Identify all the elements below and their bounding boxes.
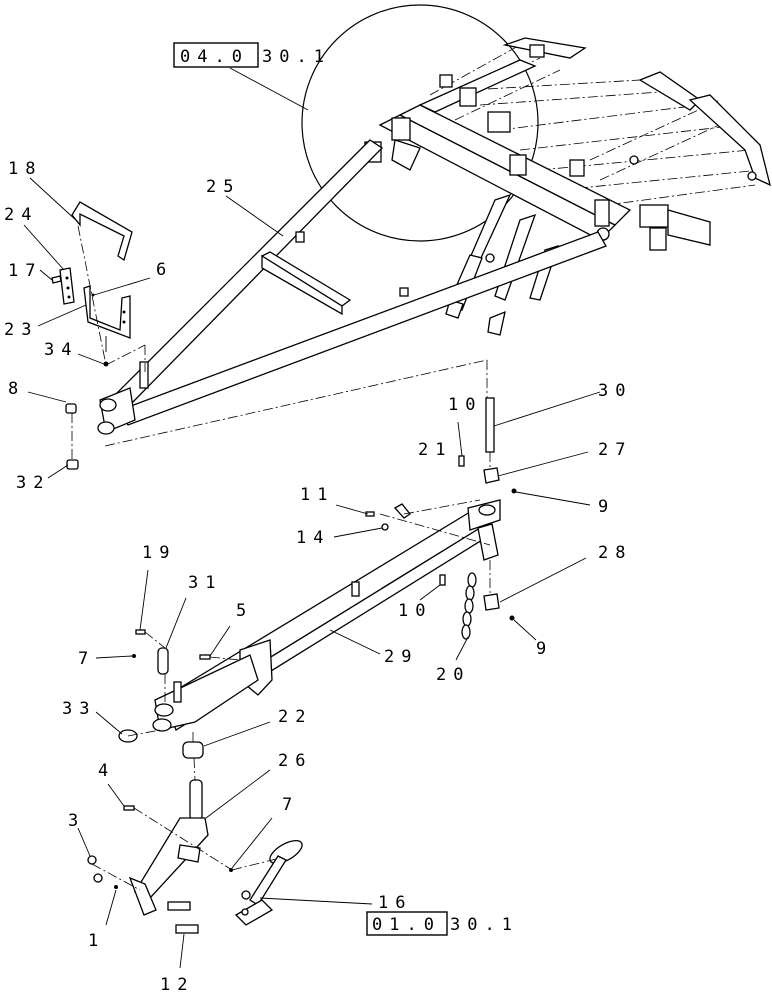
reference-top-leader [229, 67, 309, 111]
reference-bottom[interactable]: 01.0 30.1 [366, 911, 519, 936]
nut-part-9-upper[interactable] [511, 488, 517, 494]
bushing-part-31[interactable] [157, 647, 169, 675]
callout-19[interactable]: 19 [142, 543, 176, 563]
detail-circle [301, 4, 539, 242]
callout-21[interactable]: 21 [418, 440, 452, 460]
callout-17[interactable]: 17 [8, 261, 42, 281]
callout-labels: 18 24 17 6 23 34 8 32 25 30 10 21 27 11 … [4, 159, 632, 995]
pin-part-30[interactable] [485, 397, 495, 453]
callout-32[interactable]: 32 [16, 473, 50, 493]
reference-top-boxed-text: 04.0 [180, 47, 249, 67]
washer-part-3b [93, 873, 103, 883]
callout-27[interactable]: 27 [598, 440, 632, 460]
callout-8[interactable]: 8 [8, 379, 25, 399]
leader-lines [23, 177, 601, 969]
reference-top-rest-text: 30.1 [262, 47, 331, 67]
jack-part-26[interactable] [128, 779, 209, 916]
callout-18[interactable]: 18 [8, 159, 42, 179]
clamp-part-27[interactable] [483, 467, 500, 484]
spacer-part-22[interactable] [182, 741, 204, 759]
callout-5[interactable]: 5 [236, 601, 253, 621]
callout-1[interactable]: 1 [88, 931, 105, 951]
pin-part-4[interactable] [123, 805, 135, 811]
bushing-part-32[interactable] [66, 459, 79, 470]
nut-part-3[interactable] [87, 855, 97, 865]
jack-foot-part-16[interactable] [234, 836, 306, 926]
bolt-part-10-upper[interactable] [458, 455, 465, 467]
reference-top-box [173, 42, 259, 68]
implement-frame [364, 37, 771, 336]
callout-16[interactable]: 16 [378, 893, 412, 913]
bolt-part-10-lower[interactable] [439, 574, 446, 586]
bushing-part-8[interactable] [65, 403, 77, 414]
callout-9-lower[interactable]: 9 [536, 639, 553, 659]
callout-34[interactable]: 34 [44, 340, 78, 360]
callout-7-upper[interactable]: 7 [78, 649, 95, 669]
bracket-plate-part-24[interactable] [59, 267, 75, 305]
callout-29[interactable]: 29 [384, 647, 418, 667]
callout-31[interactable]: 31 [188, 573, 222, 593]
safety-chain-part-20[interactable] [461, 572, 477, 640]
callout-14[interactable]: 14 [296, 528, 330, 548]
pin-part-5[interactable] [199, 654, 211, 660]
hitch-frame-cross-brace [260, 251, 352, 307]
callout-10-lower[interactable]: 10 [398, 601, 432, 621]
callout-30[interactable]: 30 [598, 381, 632, 401]
callout-23[interactable]: 23 [4, 320, 38, 340]
callout-33[interactable]: 33 [62, 699, 96, 719]
callout-9-upper[interactable]: 9 [598, 497, 615, 517]
bolt-part-12-lower[interactable] [175, 924, 199, 934]
assembly-centerlines [71, 225, 491, 891]
bolt-part-11[interactable] [365, 511, 375, 517]
reference-bottom-boxed-text: 01.0 [372, 915, 441, 935]
callout-4[interactable]: 4 [98, 761, 115, 781]
callout-3[interactable]: 3 [68, 811, 85, 831]
callout-24[interactable]: 24 [4, 205, 38, 225]
callout-7-lower[interactable]: 7 [282, 795, 299, 815]
callout-10-upper[interactable]: 10 [448, 395, 482, 415]
callout-11[interactable]: 11 [300, 485, 334, 505]
callout-28[interactable]: 28 [598, 543, 632, 563]
tongue-clevis [154, 654, 259, 731]
jack-storage-bracket-part-18[interactable] [71, 201, 133, 262]
nut-part-14[interactable] [381, 523, 389, 531]
nut-part-7-upper[interactable] [132, 654, 136, 658]
clamp-part-28[interactable] [483, 593, 500, 611]
callout-22[interactable]: 22 [278, 707, 312, 727]
u-bracket-part-23[interactable] [83, 285, 131, 339]
callout-26[interactable]: 26 [278, 751, 312, 771]
callout-20[interactable]: 20 [436, 665, 470, 685]
reference-top[interactable]: 04.0 30.1 [173, 42, 331, 68]
bolt-part-1[interactable] [114, 885, 118, 889]
reference-bottom-box [366, 911, 448, 936]
callout-6[interactable]: 6 [156, 260, 173, 280]
bolt-part-19[interactable] [135, 629, 146, 635]
callout-12[interactable]: 12 [160, 975, 194, 995]
small-bolt-part-17[interactable] [51, 275, 62, 284]
tongue-part-29[interactable] [152, 499, 501, 732]
pin-part-21[interactable] [393, 503, 411, 519]
reference-bottom-rest-text: 30.1 [450, 915, 519, 935]
hitch-frame-part-25[interactable] [97, 139, 607, 435]
callout-25[interactable]: 25 [206, 177, 240, 197]
nut-part-9-lower[interactable] [509, 615, 515, 621]
bolt-part-12-upper[interactable] [167, 901, 191, 911]
